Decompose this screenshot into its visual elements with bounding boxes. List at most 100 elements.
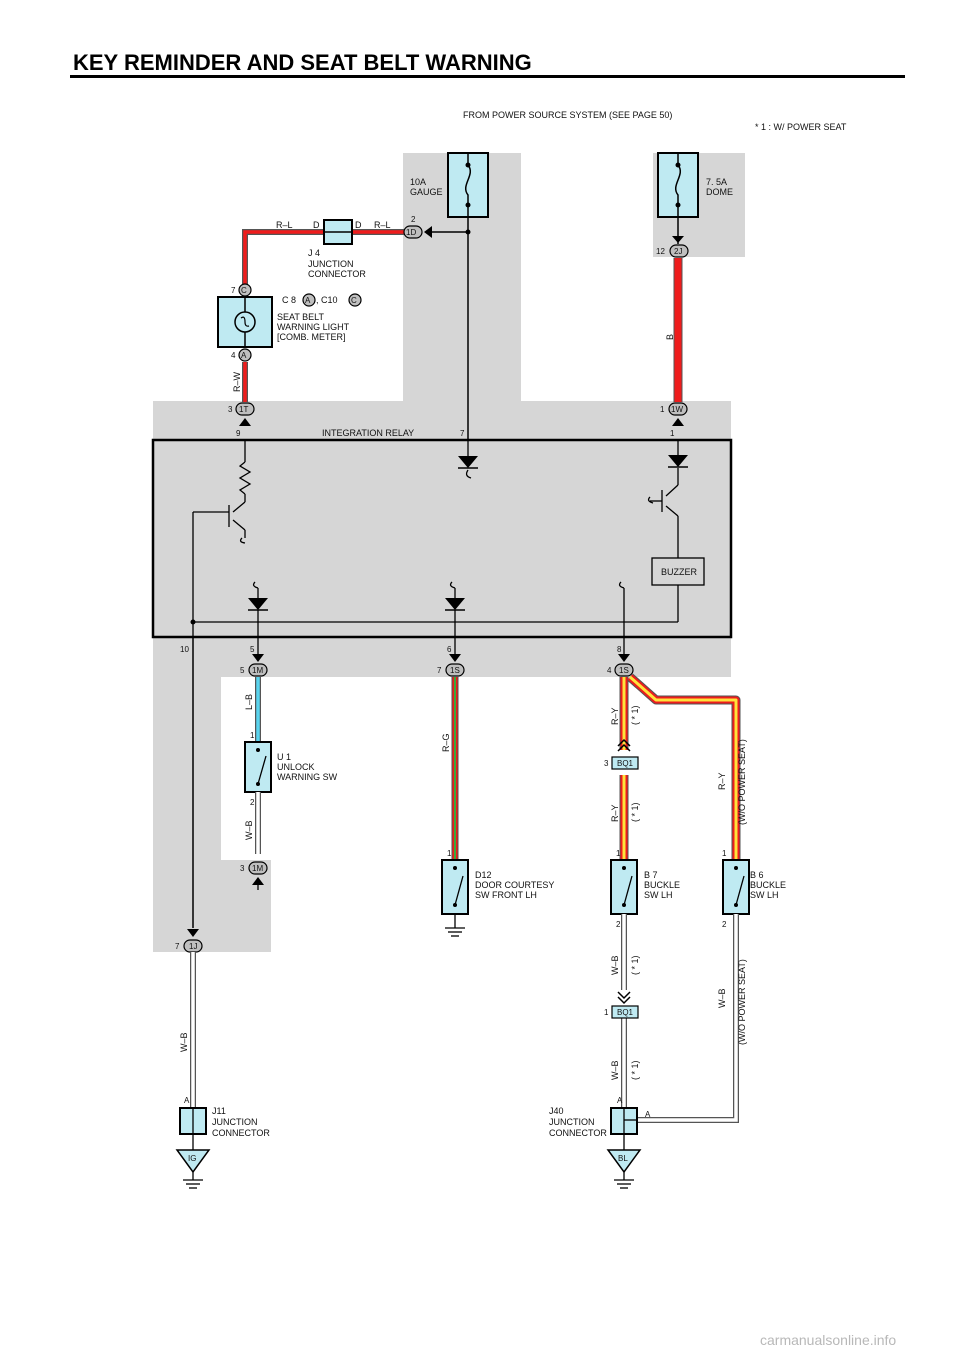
pin-5-1m: 5	[240, 666, 245, 675]
wire-label-ry-1: R–Y	[610, 707, 620, 725]
pin-3-1m: 3	[240, 864, 245, 873]
pin-1-b6: 1	[722, 849, 727, 858]
pin-1-d12: 1	[447, 849, 452, 858]
wire-label-ry-2: R–Y	[610, 804, 620, 822]
wire-label-wb-3: W–B	[610, 1060, 620, 1080]
connector-1j-label: 1J	[189, 942, 197, 951]
note-1c: ( * 1)	[630, 955, 640, 975]
connector-bq1-bottom-label: BQ1	[617, 1008, 634, 1017]
pin-2-b6: 2	[722, 920, 727, 929]
pin-7-light: 7	[231, 286, 236, 295]
wire-label-lb: L–B	[244, 694, 254, 710]
power-source-label: FROM POWER SOURCE SYSTEM (SEE PAGE 50)	[463, 110, 672, 120]
pin-1-b7: 1	[616, 849, 621, 858]
j40-label-1: J40	[549, 1106, 564, 1116]
relay-diode-middle	[458, 440, 478, 479]
connector-1w-label: 1W	[671, 405, 683, 414]
pin-3-bq1: 3	[604, 759, 609, 768]
seatbelt-label-3: [COMB. METER]	[277, 332, 346, 342]
pin-7-relay: 7	[460, 429, 465, 438]
bq1-arrow-bottom	[617, 991, 631, 1005]
pin-c-letter: C	[241, 286, 247, 295]
b6-label-2: BUCKLE	[750, 880, 786, 890]
connector-bq1-bottom	[611, 1005, 639, 1019]
connector-bq1-top-label: BQ1	[617, 759, 634, 768]
integration-relay	[151, 438, 733, 639]
b6-label-1: B 6	[750, 870, 764, 880]
j4-label-3: CONNECTOR	[308, 269, 366, 279]
fuse-dome	[657, 152, 699, 218]
relay-label: INTEGRATION RELAY	[322, 428, 414, 438]
relay-transistor-right	[647, 440, 679, 558]
seatbelt-label-1: SEAT BELT	[277, 312, 325, 322]
connector-1t-label: 1T	[239, 405, 248, 414]
j4-label-2: JUNCTION	[308, 259, 354, 269]
relay-transistor-left	[192, 440, 252, 636]
u1-label-3: WARNING SW	[277, 772, 338, 782]
pin-1-bq1: 1	[604, 1008, 609, 1017]
fuse-gauge-name: GAUGE	[410, 187, 443, 197]
buzzer-label: BUZZER	[661, 567, 698, 577]
relay-bus-node	[190, 619, 196, 625]
connector-1m-top	[248, 637, 268, 677]
wire-r-l	[242, 229, 405, 288]
pin-1-u1: 1	[250, 731, 255, 740]
pin-2-b7: 2	[616, 920, 621, 929]
j11-connector	[175, 1107, 211, 1189]
wire-label-wb-5: W–B	[179, 1032, 189, 1052]
pin-1-1w: 1	[660, 405, 665, 414]
b7-label-2: BUCKLE	[644, 880, 680, 890]
pin-4-light: 4	[231, 351, 236, 360]
u1-label-2: UNLOCK	[277, 762, 315, 772]
connector-1w	[668, 402, 688, 426]
connector-bq1-top	[611, 756, 639, 770]
connector-1t	[235, 402, 255, 426]
wire-w-b-b6	[638, 914, 739, 1123]
seat-belt-warning-light	[217, 296, 273, 348]
j11-ig-label: IG	[188, 1154, 196, 1163]
connector-1s-b	[614, 637, 634, 677]
c8-badge-letter: A	[305, 296, 311, 305]
note-1a: ( * 1)	[630, 705, 640, 725]
connector-1m-bottom-label: 1M	[252, 864, 263, 873]
j40-label-2: JUNCTION	[549, 1117, 595, 1127]
connector-2j-label: 2J	[674, 247, 682, 256]
wire-label-wb-u1: W–B	[244, 820, 254, 840]
connector-1m-top-label: 1M	[252, 666, 263, 675]
pin-c-top	[238, 283, 252, 297]
connector-2j	[669, 236, 689, 258]
u1-label-1: U 1	[277, 752, 291, 762]
fuse-dome-amp: 7. 5A	[706, 177, 727, 187]
d12-label-1: D12	[475, 870, 492, 880]
c8-label: C 8	[282, 295, 296, 305]
c10-badge-letter: C	[351, 296, 357, 305]
connector-1s-a-label: 1S	[450, 666, 460, 675]
b7-label-1: B 7	[644, 870, 658, 880]
wire-label-rw: R–W	[232, 371, 242, 392]
j40-label-3: CONNECTOR	[549, 1128, 607, 1138]
relay-lead-8	[618, 581, 625, 637]
note-wops-2: (W/O POWER SEAT)	[737, 959, 747, 1045]
pin-7-1j: 7	[175, 942, 180, 951]
connector-1d	[403, 225, 432, 239]
pin-a-j40: A	[617, 1096, 623, 1105]
wire-label-rl-right: R–L	[374, 220, 391, 230]
door-courtesy-switch	[441, 859, 469, 937]
j4-label-1: J 4	[308, 248, 320, 258]
title-rule	[70, 75, 905, 78]
wire-label-wb-2: W–B	[610, 955, 620, 975]
footnote: * 1 : W/ POWER SEAT	[755, 122, 847, 132]
connector-1s-b-label: 1S	[619, 666, 629, 675]
pin-a-j40-right: A	[645, 1110, 651, 1119]
fuse-dome-name: DOME	[706, 187, 733, 197]
seatbelt-label-2: WARNING LIGHT	[277, 322, 350, 332]
connector-1m-bottom	[248, 861, 268, 890]
pin-a-letter: A	[241, 351, 247, 360]
pin-9: 9	[236, 429, 241, 438]
j11-label-1: J11	[212, 1106, 226, 1116]
buckle-switch-b6	[722, 859, 750, 915]
pin-1-relay: 1	[670, 429, 675, 438]
pin-2-u1: 2	[250, 798, 255, 807]
b7-label-3: SW LH	[644, 890, 673, 900]
